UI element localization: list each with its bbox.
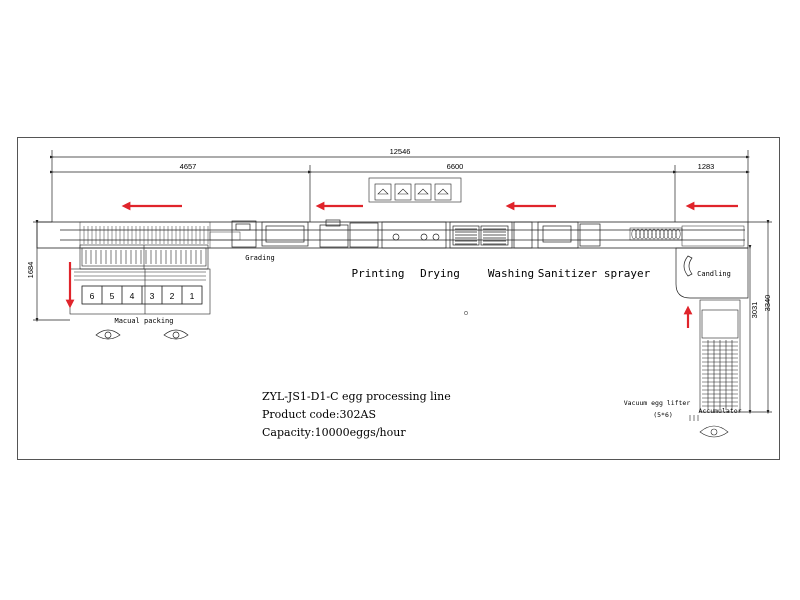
printer-heads [368,177,462,203]
accumulator-conveyor [699,299,741,413]
sanitizer-unit [537,221,601,249]
spiral-conveyor [629,225,745,247]
label-candling: Candling [697,270,731,278]
label-manual-packing: Macual packing [114,317,173,325]
packing-lane-labels: 6 5 4 3 2 1 [81,285,203,305]
dim-middle: 6600 [447,162,464,171]
dim-right-outer: 3340 [763,295,772,312]
label-vacuum-lifter: Vacuum egg lifter [624,399,691,407]
dim-right: 1283 [698,162,715,171]
info-capacity: Capacity:10000eggs/hour [262,426,406,439]
dim-left-height: 1684 [26,262,35,279]
info-product-code: Product code:302AS [262,408,376,421]
packing-lane-label: 4 [130,291,135,301]
packing-lane-label: 6 [90,291,95,301]
packing-lane-label: 3 [150,291,155,301]
label-sanitizer: Sanitizer sprayer [538,267,651,280]
candling-unit [675,247,749,299]
label-accumulator: Accumulator [698,407,741,415]
label-vacuum-lifter-spec: (5*6) [653,411,673,419]
packing-lane-cell [181,285,203,305]
label-grading: Grading [245,254,275,262]
label-washing: Washing [488,267,534,280]
dim-right-inner: 3031 [750,302,759,319]
operator-icons [95,329,189,340]
flow-arrows [65,201,738,328]
washing-unit [449,221,533,249]
packing-lane-label: 1 [190,291,195,301]
label-drying: Drying [420,267,460,280]
drawing-frame [17,137,780,460]
reference-mark [464,311,468,315]
packing-lane-label: 2 [170,291,175,301]
dim-total: 12546 [390,147,411,156]
info-model: ZYL-JS1-D1-C egg processing line [262,390,451,403]
printing-unit [319,219,447,249]
top-dimensions [49,150,751,222]
accumulator-icon [689,415,729,438]
grading-unit [231,220,309,248]
main-conveyor [36,221,749,249]
label-printing: Printing [352,267,405,280]
packing-tables [69,244,211,315]
packing-lane-label: 5 [110,291,115,301]
dim-left: 4657 [180,162,197,171]
left-roller-section [79,221,241,249]
